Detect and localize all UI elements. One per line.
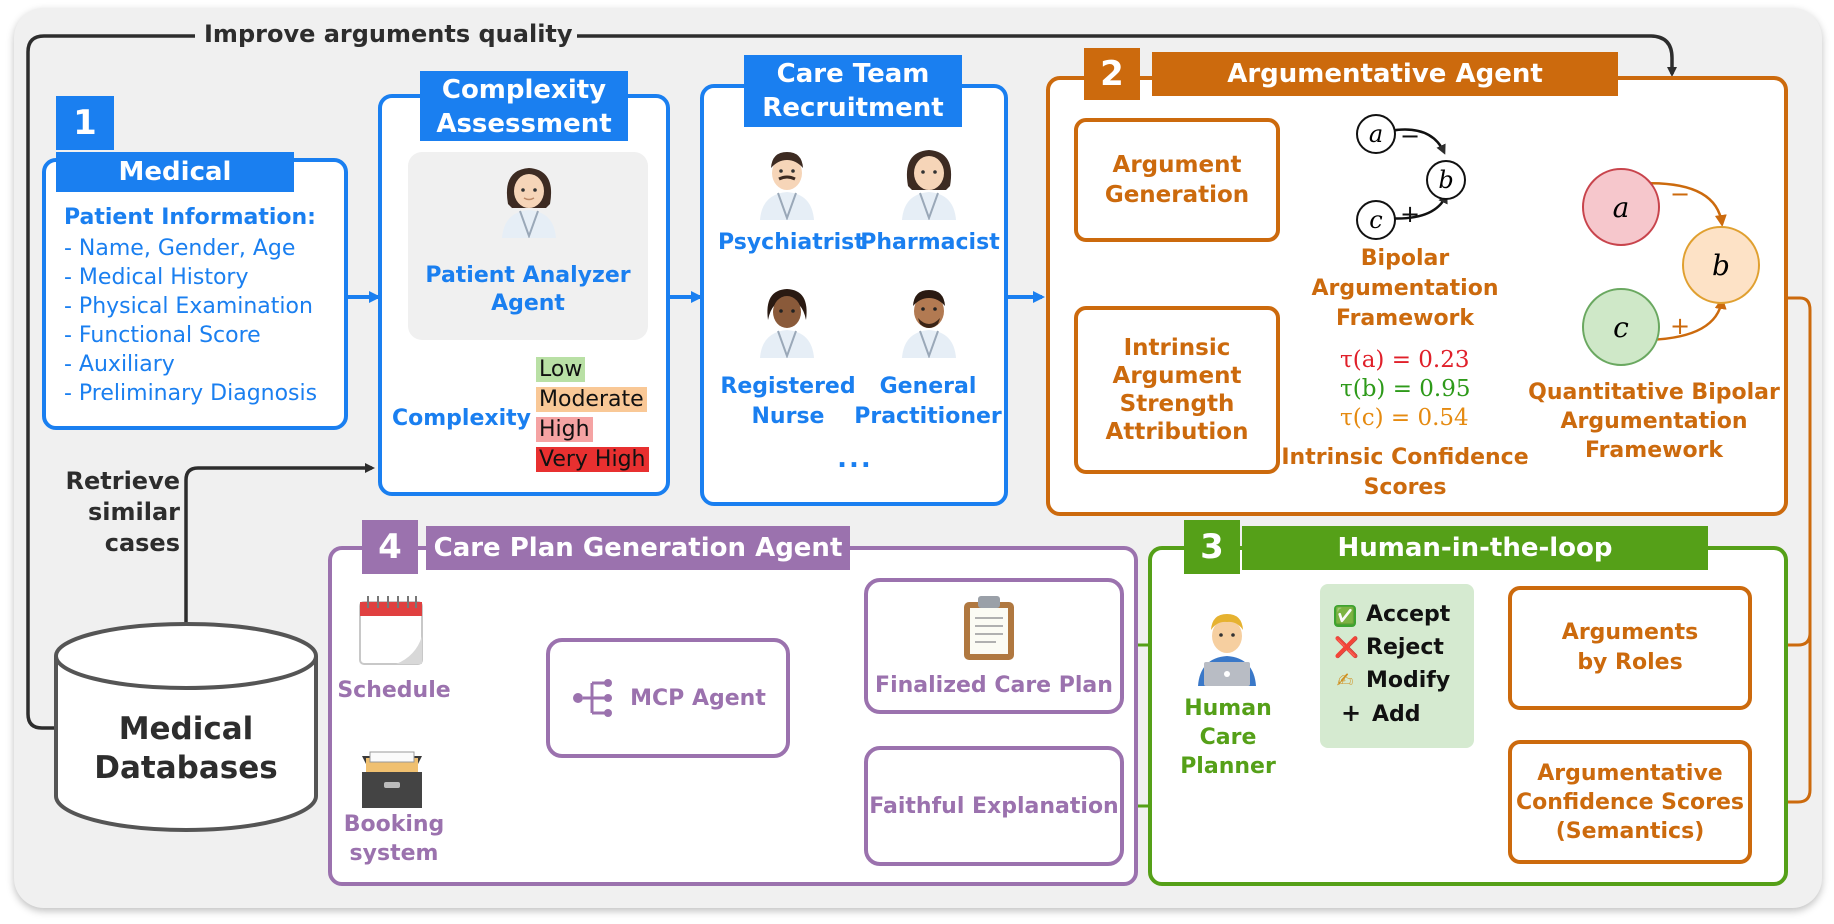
improve-quality-label: Improve arguments quality — [200, 20, 577, 48]
complexity-title: Complexity Assessment — [420, 71, 628, 141]
step-number-4: 4 — [362, 520, 418, 574]
complexity-label: Complexity — [392, 406, 531, 431]
qbaf-node-a: a — [1582, 168, 1660, 246]
baf-attack-sign: − — [1400, 122, 1421, 150]
mcp-agent-box: MCP Agent — [546, 638, 790, 758]
level-moderate: Moderate — [536, 387, 647, 412]
card-file-box-icon — [362, 751, 422, 808]
list-item: - Name, Gender, Age — [64, 236, 296, 261]
tau-a: τ(a) = 0.23 — [1340, 347, 1470, 373]
role-psychiatrist: Psychiatrist — [718, 230, 865, 255]
medical-records-title: Medical Records — [56, 152, 294, 227]
general-practitioner-icon — [902, 290, 956, 358]
calendar-icon — [359, 596, 423, 665]
reject-action[interactable]: ❌Reject — [1334, 631, 1450, 664]
framework-title: Argumentative Agent Framework — [1152, 52, 1618, 133]
modify-action[interactable]: ✍Modify — [1334, 664, 1451, 697]
tau-values: τ(a) = 0.23 τ(b) = 0.95 τ(c) = 0.54 — [1340, 346, 1471, 433]
mcp-tree-icon — [573, 679, 613, 717]
contestation-title: Human-in-the-loop Contestation — [1242, 526, 1708, 607]
checkmark-icon: ✅ — [1334, 605, 1356, 627]
patient-info-list: - Name, Gender, Age - Medical History - … — [64, 234, 317, 408]
accept-action[interactable]: ✅Accept — [1334, 602, 1451, 627]
human-care-planner-label: Human Care Planner — [1180, 696, 1276, 779]
medical-records-panel — [42, 158, 348, 430]
schedule-label: Schedule — [337, 678, 451, 703]
list-item: - Auxiliary — [64, 352, 175, 377]
step-number-2: 2 — [1084, 48, 1140, 100]
baf-node-c: c — [1356, 200, 1396, 240]
level-high: High — [536, 417, 593, 442]
retrieve-cases-label: Retrieve similar cases — [65, 467, 181, 558]
list-item: - Preliminary Diagnosis — [64, 381, 318, 406]
framework-to-contest-arrow — [1762, 296, 1812, 802]
doctor-woman-icon — [502, 168, 556, 238]
qbaf-node-b: b — [1682, 226, 1760, 304]
argument-generation-box: Argument Generation — [1074, 118, 1280, 242]
registered-nurse-icon — [760, 289, 814, 358]
role-pharmacist: Pharmacist — [860, 230, 1000, 255]
list-item: - Physical Examination — [64, 294, 313, 319]
list-item: - Medical History — [64, 265, 249, 290]
baf-node-b: b — [1426, 160, 1466, 200]
qbaf-attack-sign: − — [1670, 180, 1691, 208]
complexity-levels: Low Moderate High Very High — [536, 355, 649, 475]
qbaf-support-sign: + — [1670, 312, 1691, 340]
baf-node-a: a — [1356, 114, 1396, 154]
human-care-planner-icon — [1198, 614, 1256, 686]
list-item: - Functional Score — [64, 323, 261, 348]
add-action[interactable]: +Add — [1334, 697, 1450, 731]
arguments-by-roles-box: Arguments by Roles — [1508, 586, 1752, 710]
baf-support-sign: + — [1400, 200, 1421, 228]
bipolar-framework-label: Bipolar Argumentation Framework — [1311, 246, 1499, 331]
intrinsic-strength-box: Intrinsic Argument Strength Attribution — [1074, 306, 1280, 474]
level-very-high: Very High — [536, 447, 649, 472]
step-number-1: 1 — [56, 96, 114, 150]
patient-analyzer-agent-label: Patient Analyzer Agent — [425, 263, 631, 317]
faithful-explanation-box: Faithful Explanation — [864, 746, 1124, 866]
cross-icon: ❌ — [1334, 635, 1359, 659]
qbaf-node-c: c — [1582, 288, 1660, 366]
patient-info-heading: Patient Information: — [64, 205, 316, 230]
tau-b: τ(b) = 0.95 — [1340, 376, 1471, 402]
step-number-3: 3 — [1184, 520, 1240, 574]
database-cylinder-icon — [54, 622, 318, 832]
care-team-title: Care Team Recruitment — [744, 55, 962, 127]
role-general-practitioner: General Practitioner — [854, 374, 1002, 429]
argumentative-confidence-box: Argumentative Confidence Scores (Semanti… — [1508, 740, 1752, 864]
pharmacist-icon — [902, 150, 956, 220]
retrieve-arrow — [184, 463, 375, 625]
quantitative-bipolar-label: Quantitative Bipolar Argumentation Frame… — [1528, 380, 1780, 463]
tau-c: τ(c) = 0.54 — [1340, 405, 1469, 431]
finalized-care-plan-label: Finalized Care Plan — [875, 673, 1113, 698]
plus-icon: + — [1340, 699, 1362, 727]
writing-hand-icon: ✍ — [1336, 668, 1354, 692]
mcp-agent-label: MCP Agent — [630, 685, 766, 711]
more-roles-ellipsis: ... — [837, 444, 873, 474]
actions-list: ✅Accept ❌Reject ✍Modify +Add — [1334, 598, 1450, 731]
careplan-title: Care Plan Generation Agent — [426, 526, 850, 570]
database-label: Medical Databases — [94, 711, 278, 786]
care-team-panel — [700, 84, 1008, 506]
role-registered-nurse: Registered Nurse — [720, 374, 856, 429]
booking-system-label: Booking system — [343, 812, 445, 866]
intrinsic-confidence-label: Intrinsic Confidence Scores — [1281, 445, 1529, 500]
improve-quality-arrow — [26, 34, 1672, 730]
clipboard-icon — [964, 596, 1014, 660]
psychiatrist-icon — [760, 152, 814, 220]
level-low: Low — [536, 357, 586, 382]
